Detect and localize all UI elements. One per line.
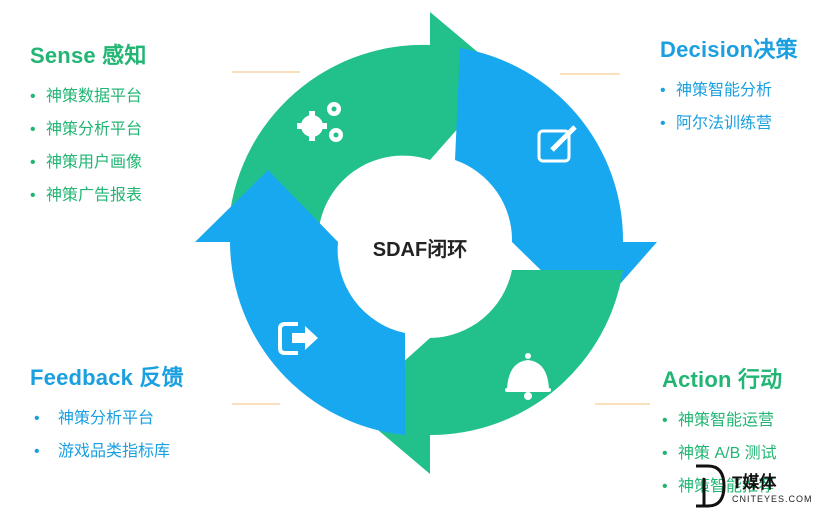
list-item-label: 神策智能运营 <box>678 412 775 429</box>
edit-icon <box>537 125 577 163</box>
action-panel: Action 行动 • 神策智能运营 • 神策 A/B 测试 • 神策智能推荐 <box>662 362 782 503</box>
decision-title: Decision决策 <box>660 37 798 62</box>
decision-list: • 神策智能分析 • 阿尔法训练营 <box>660 74 798 140</box>
bullet: • <box>34 410 40 427</box>
list-item-label: 神策分析平台 <box>46 121 143 138</box>
list-item-label: 神策用户画像 <box>46 154 143 171</box>
bullet: • <box>34 443 40 460</box>
decision-panel: Decision决策 • 神策智能分析 • 阿尔法训练营 <box>660 32 798 140</box>
list-item: • 神策智能分析 <box>660 74 798 107</box>
list-item-label: 神策智能分析 <box>676 82 773 99</box>
sense-panel: Sense 感知 • 神策数据平台 • 神策分析平台 • 神策用户画像 • 神策广告报表 <box>30 38 147 212</box>
leader-lines <box>232 71 650 405</box>
logo-mark-icon <box>696 464 726 508</box>
tmedia-logo: T媒体 CNITEYES.COM <box>690 462 830 512</box>
list-item: • 神策用户画像 <box>30 146 147 179</box>
feedback-title: Feedback 反馈 <box>30 365 184 390</box>
feedback-list: • 神策分析平台 • 游戏品类指标库 <box>34 402 184 468</box>
feedback-panel: Feedback 反馈 • 神策分析平台 • 游戏品类指标库 <box>30 360 184 468</box>
bullet: • <box>662 478 668 495</box>
list-item: • 神策智能推荐 <box>662 470 782 503</box>
logo-brand: T媒体 <box>732 473 777 492</box>
exit-icon <box>278 322 318 355</box>
bullet: • <box>30 187 36 204</box>
list-item: • 神策分析平台 <box>34 402 184 435</box>
list-item-label: 神策 A/B 测试 <box>678 445 777 462</box>
arc-decision <box>455 48 657 318</box>
sense-title: Sense 感知 <box>30 43 147 68</box>
list-item: • 神策 A/B 测试 <box>662 437 782 470</box>
arc-sense <box>227 12 505 240</box>
list-item: • 神策分析平台 <box>30 113 147 146</box>
bullet: • <box>662 412 668 429</box>
list-item: • 神策广告报表 <box>30 179 147 212</box>
list-item-label: 游戏品类指标库 <box>58 443 171 460</box>
bullet: • <box>662 445 668 462</box>
arc-feedback <box>195 170 405 435</box>
list-item-label: 神策数据平台 <box>46 88 143 105</box>
bell-icon <box>505 353 551 400</box>
list-item: • 游戏品类指标库 <box>34 435 184 468</box>
list-item-label: 神策分析平台 <box>58 410 155 427</box>
arc-action <box>352 270 623 474</box>
sense-list: • 神策数据平台 • 神策分析平台 • 神策用户画像 • 神策广告报表 <box>30 80 147 212</box>
gears-icon <box>297 102 343 142</box>
bullet: • <box>30 121 36 138</box>
bullet: • <box>30 154 36 171</box>
action-title: Action 行动 <box>662 367 783 392</box>
list-item: • 神策数据平台 <box>30 80 147 113</box>
list-item-label: 神策广告报表 <box>46 187 143 204</box>
center-label: SDAF闭环 <box>372 239 468 261</box>
list-item: • 神策智能运营 <box>662 404 782 437</box>
list-item-label: 神策智能推荐 <box>678 478 775 495</box>
list-item-label: 阿尔法训练营 <box>676 115 773 132</box>
bullet: • <box>30 88 36 105</box>
logo-url: CNITEYES.COM <box>732 494 813 504</box>
action-list: • 神策智能运营 • 神策 A/B 测试 • 神策智能推荐 <box>662 404 782 503</box>
bullet: • <box>660 82 666 99</box>
list-item: • 阿尔法训练营 <box>660 107 798 140</box>
bullet: • <box>660 115 666 132</box>
